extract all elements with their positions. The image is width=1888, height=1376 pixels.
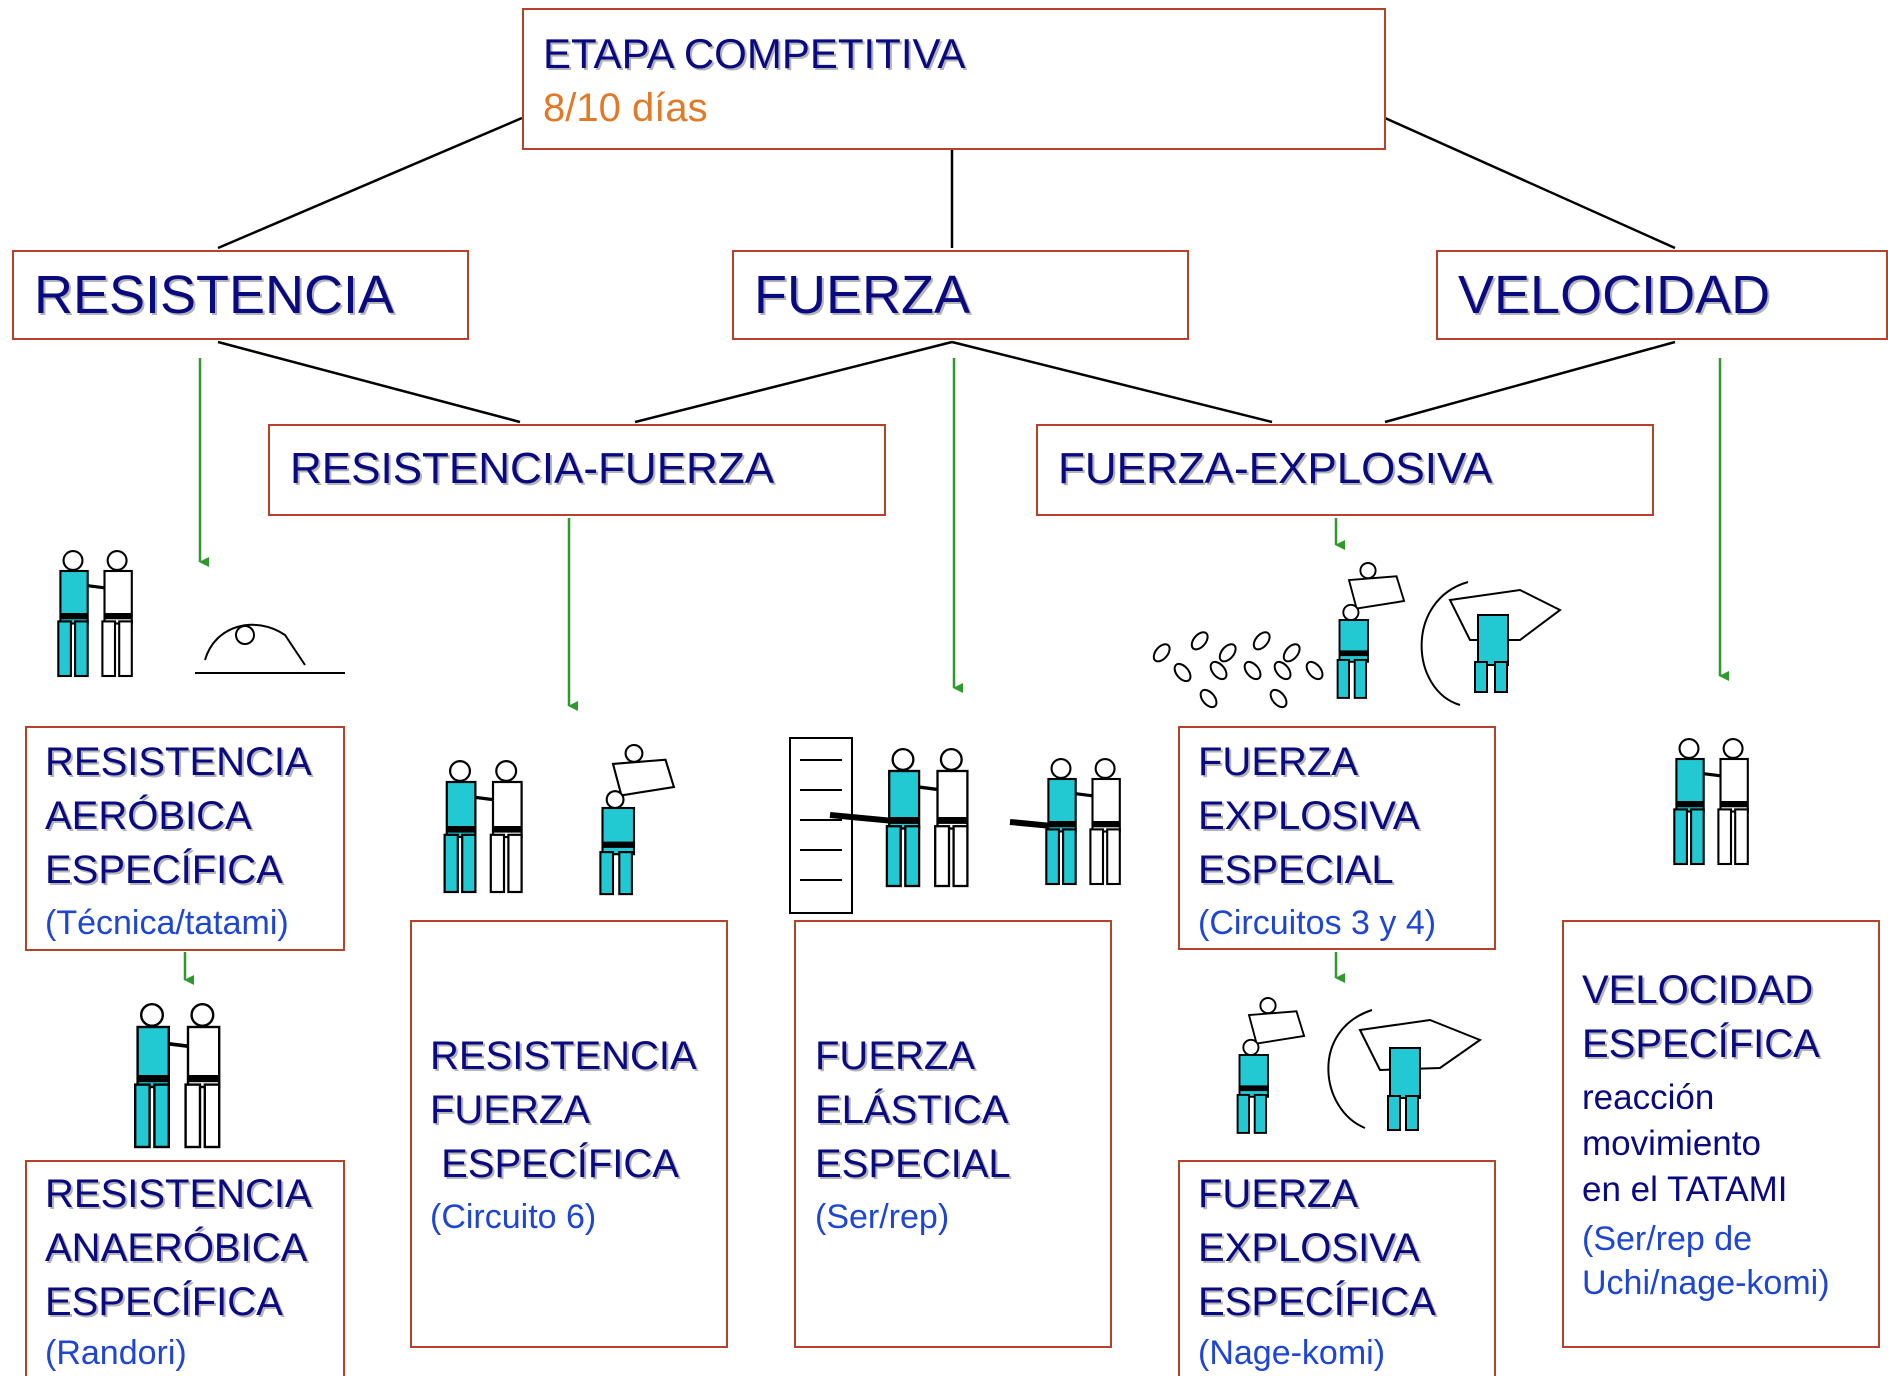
connector-velocidad-fexplosiva — [1384, 340, 1676, 424]
velocidad-esp-detail1: reacción — [1582, 1078, 1715, 1117]
fuerza-exp-especial-line2: EXPLOSIVA — [1198, 794, 1420, 838]
res-fuerza-esp-note: (Circuito 6) — [430, 1198, 597, 1236]
etapa-subtitle: 8/10 días — [543, 86, 708, 130]
res-fuerza-esp-box — [410, 920, 728, 1348]
connector-resistencia-resfuerza — [217, 340, 521, 424]
etapa-competitiva-box — [522, 8, 1386, 150]
res-anaerobica-note: (Randori) — [45, 1334, 187, 1372]
fuerza-exp-especial-box — [1178, 726, 1496, 950]
footprints-figure — [1149, 628, 1327, 712]
connector-fuerza-fexplosiva — [951, 340, 1273, 424]
velocidad-esp-note1: (Ser/rep de — [1582, 1220, 1753, 1258]
judo-figure-randori — [133, 1002, 221, 1149]
res-anaerobica-line1: RESISTENCIA — [45, 1172, 312, 1216]
res-aerobica-box — [25, 726, 345, 951]
res-aerobica-line3: ESPECÍFICA — [45, 848, 283, 892]
fuerza-explosiva-box — [1036, 424, 1654, 516]
res-anaerobica-line3: ESPECÍFICA — [45, 1280, 283, 1324]
velocidad-esp-box — [1562, 920, 1880, 1348]
fuerza-elastica-line2: ELÁSTICA — [815, 1088, 1009, 1132]
fuerza-exp-especifica-line3: ESPECÍFICA — [1198, 1280, 1436, 1324]
fuerza-elastica-box — [794, 920, 1112, 1348]
res-anaerobica-box — [25, 1160, 345, 1376]
fuerza-exp-especial-line1: FUERZA — [1198, 740, 1358, 784]
judo-figure-explosiva-especial — [1336, 562, 1562, 706]
fuerza-exp-especial-note: (Circuitos 3 y 4) — [1198, 904, 1437, 942]
fuerza-elastica-line1: FUERZA — [815, 1034, 975, 1078]
res-fuerza-esp-line1: RESISTENCIA — [430, 1034, 697, 1078]
velocidad-esp-detail2: movimiento — [1582, 1124, 1761, 1163]
res-anaerobica-line2: ANAERÓBICA — [45, 1226, 308, 1270]
judo-figure-velocidad — [1672, 737, 1750, 866]
res-aerobica-note: (Técnica/tatami) — [45, 904, 289, 942]
velocidad-esp-detail3: en el TATAMI — [1582, 1170, 1788, 1209]
fuerza-exp-especifica-box — [1178, 1160, 1496, 1376]
fuerza-exp-especifica-line1: FUERZA — [1198, 1172, 1358, 1216]
resistencia-label: RESISTENCIA — [34, 265, 395, 325]
judo-figure-explosiva-especifica — [1236, 997, 1483, 1134]
connector-fuerza-resfuerza — [634, 340, 953, 424]
fuerza-explosiva-label: FUERZA-EXPLOSIVA — [1058, 444, 1493, 493]
velocidad-esp-note2: Uchi/nage-komi) — [1582, 1264, 1830, 1302]
fuerza-label: FUERZA — [754, 265, 970, 325]
velocidad-label: VELOCIDAD — [1458, 265, 1771, 325]
connector-top-resistencia — [217, 116, 523, 250]
fuerza-exp-especial-line3: ESPECIAL — [1198, 848, 1394, 892]
res-fuerza-esp-line3: ESPECÍFICA — [430, 1142, 679, 1186]
fuerza-exp-especifica-line2: EXPLOSIVA — [1198, 1226, 1420, 1270]
judo-figure-resistencia — [56, 549, 345, 678]
resistencia-box — [12, 250, 469, 340]
etapa-title: ETAPA COMPETITIVA — [543, 30, 966, 77]
velocidad-esp-line1: VELOCIDAD — [1582, 968, 1814, 1012]
arrows — [183, 358, 1729, 985]
fuerza-elastica-note: (Ser/rep) — [815, 1198, 950, 1236]
res-aerobica-line1: RESISTENCIA — [45, 740, 312, 784]
judo-figure-resfuerza — [442, 743, 675, 896]
connector-top-velocidad — [1384, 116, 1676, 250]
fuerza-exp-especifica-note: (Nage-komi) — [1198, 1334, 1386, 1372]
judo-figure-elastica — [789, 737, 1122, 914]
resistencia-fuerza-box — [268, 424, 886, 516]
res-aerobica-line2: AERÓBICA — [45, 794, 252, 838]
res-fuerza-esp-line2: FUERZA — [430, 1088, 590, 1132]
velocidad-esp-line2: ESPECÍFICA — [1582, 1022, 1820, 1066]
resistencia-fuerza-label: RESISTENCIA-FUERZA — [290, 444, 775, 493]
velocidad-box — [1436, 250, 1888, 340]
fuerza-box — [732, 250, 1189, 340]
fuerza-elastica-line3: ESPECIAL — [815, 1142, 1011, 1186]
connector-lines — [217, 116, 1676, 424]
